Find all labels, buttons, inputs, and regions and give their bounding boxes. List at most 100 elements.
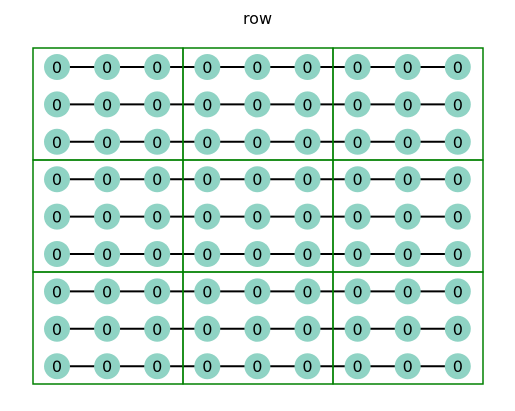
- grid-node: 0: [394, 166, 421, 193]
- node-value: 0: [52, 357, 62, 376]
- node-circle: [244, 54, 271, 80]
- node-value: 0: [152, 133, 162, 152]
- node-value: 0: [353, 58, 363, 77]
- grid-node: 0: [94, 203, 121, 230]
- node-value: 0: [152, 282, 162, 301]
- node-value: 0: [202, 170, 212, 189]
- node-value: 0: [302, 170, 312, 189]
- node-value: 0: [152, 357, 162, 376]
- node-circle: [44, 203, 70, 230]
- node-value: 0: [353, 320, 363, 339]
- grid-node: 0: [444, 278, 471, 305]
- node-value: 0: [52, 208, 62, 227]
- node-circle: [94, 54, 121, 80]
- grid-node: 0: [94, 241, 121, 267]
- node-circle: [294, 166, 321, 193]
- node-circle: [144, 353, 171, 380]
- node-circle: [344, 203, 371, 230]
- node-circle: [394, 203, 421, 230]
- node-circle: [294, 241, 321, 267]
- node-circle: [44, 91, 70, 118]
- node-circle: [394, 241, 421, 267]
- grid-node: 0: [444, 203, 471, 230]
- grid-node: 0: [394, 353, 421, 380]
- node-circle: [94, 278, 121, 305]
- grid-node: 0: [294, 166, 321, 193]
- node-value: 0: [102, 170, 112, 189]
- node-circle: [344, 54, 371, 80]
- diagram-title: row: [243, 9, 272, 28]
- node-circle: [244, 315, 271, 342]
- grid-node: 0: [394, 203, 421, 230]
- node-value: 0: [52, 170, 62, 189]
- grid-node: 0: [344, 166, 371, 193]
- node-circle: [294, 54, 321, 80]
- node-value: 0: [453, 133, 463, 152]
- node-value: 0: [302, 208, 312, 227]
- grid-node: 0: [294, 203, 321, 230]
- node-circle: [444, 278, 471, 305]
- node-circle: [244, 91, 271, 118]
- node-circle: [144, 241, 171, 267]
- node-value: 0: [152, 245, 162, 264]
- grid-node: 0: [44, 166, 70, 193]
- node-circle: [94, 128, 121, 155]
- grid-node: 0: [44, 278, 70, 305]
- node-value: 0: [52, 58, 62, 77]
- node-circle: [144, 203, 171, 230]
- node-circle: [244, 128, 271, 155]
- node-circle: [194, 353, 221, 380]
- node-value: 0: [302, 320, 312, 339]
- node-circle: [194, 128, 221, 155]
- grid-node: 0: [94, 278, 121, 305]
- grid-node: 0: [444, 128, 471, 155]
- node-value: 0: [102, 208, 112, 227]
- node-circle: [244, 166, 271, 193]
- grid-node: 0: [294, 278, 321, 305]
- grid-node: 0: [94, 91, 121, 118]
- node-circle: [94, 241, 121, 267]
- node-value: 0: [152, 95, 162, 114]
- grid-node: 0: [394, 315, 421, 342]
- node-value: 0: [453, 208, 463, 227]
- grid-node: 0: [344, 91, 371, 118]
- grid-node: 0: [244, 166, 271, 193]
- node-circle: [194, 278, 221, 305]
- grid-node: 0: [194, 203, 221, 230]
- node-value: 0: [403, 245, 413, 264]
- node-circle: [344, 166, 371, 193]
- grid-node: 0: [144, 128, 171, 155]
- grid-node: 0: [444, 241, 471, 267]
- node-value: 0: [302, 282, 312, 301]
- node-circle: [344, 353, 371, 380]
- grid-node: 0: [194, 278, 221, 305]
- node-value: 0: [353, 245, 363, 264]
- node-value: 0: [252, 95, 262, 114]
- node-circle: [44, 166, 70, 193]
- node-circle: [144, 315, 171, 342]
- grid-node: 0: [44, 91, 70, 118]
- node-circle: [94, 166, 121, 193]
- node-value: 0: [252, 282, 262, 301]
- node-circle: [444, 353, 471, 380]
- node-value: 0: [453, 170, 463, 189]
- grid-node: 0: [344, 353, 371, 380]
- grid-node: 0: [244, 54, 271, 80]
- grid-node: 0: [144, 91, 171, 118]
- node-value: 0: [252, 320, 262, 339]
- grid-node: 0: [244, 353, 271, 380]
- grid-node: 0: [394, 91, 421, 118]
- node-circle: [44, 353, 70, 380]
- node-circle: [294, 203, 321, 230]
- node-circle: [194, 203, 221, 230]
- node-value: 0: [403, 320, 413, 339]
- node-value: 0: [202, 208, 212, 227]
- node-circle: [394, 278, 421, 305]
- grid-node: 0: [44, 128, 70, 155]
- grid-node: 0: [244, 278, 271, 305]
- grid-node: 0: [94, 315, 121, 342]
- node-circle: [444, 241, 471, 267]
- grid-node: 0: [44, 203, 70, 230]
- grid-node: 0: [194, 54, 221, 80]
- grid-node: 0: [94, 166, 121, 193]
